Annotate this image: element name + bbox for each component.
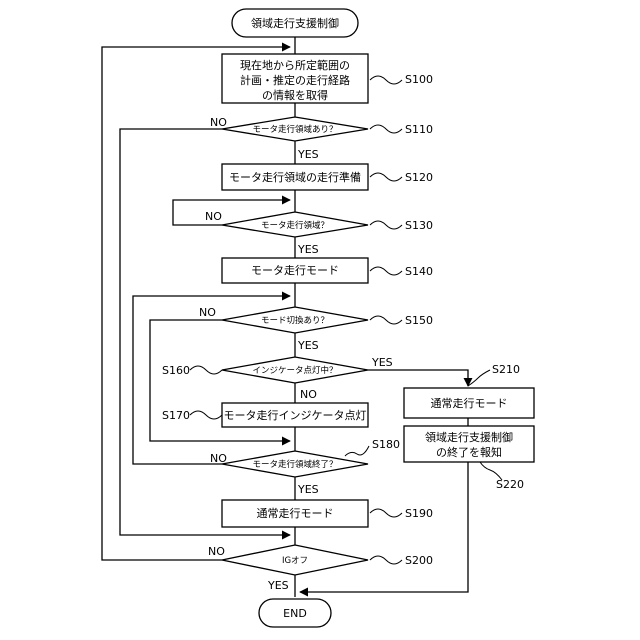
leader-s180 <box>345 446 369 456</box>
s150-yes-label: YES <box>297 339 319 352</box>
code-s200: S200 <box>405 554 433 567</box>
s200-no-label: NO <box>208 545 225 558</box>
s160-text: インジケータ点灯中？ <box>252 365 337 376</box>
s170-text: モータ走行インジケータ点灯 <box>224 409 367 422</box>
leader-s100 <box>370 76 402 84</box>
leader-s120 <box>370 173 402 181</box>
s100-line-3: の情報を取得 <box>262 89 328 102</box>
code-s180: S180 <box>372 438 400 451</box>
code-s110: S110 <box>405 123 433 136</box>
s220-line-2: の終了を報知 <box>436 445 502 459</box>
s180-no-label: NO <box>210 452 227 465</box>
s140-text: モータ走行モード <box>251 264 339 277</box>
s150-text: モード切換あり？ <box>261 315 329 326</box>
leader-s140 <box>370 267 402 275</box>
s200-yes-label: YES <box>267 579 289 592</box>
s100-line-1: 現在地から所定範囲の <box>240 58 350 72</box>
s220-line-1: 領域走行支援制御 <box>425 430 513 444</box>
s130-yes-label: YES <box>297 243 319 256</box>
end-label: END <box>283 607 307 620</box>
code-s140: S140 <box>405 265 433 278</box>
s110-yes-label: YES <box>297 148 319 161</box>
leader-s170 <box>190 411 222 419</box>
s130-text: モータ走行領域？ <box>261 220 329 231</box>
s200-text: IGオフ <box>282 556 308 566</box>
s160-yes-label: YES <box>371 356 393 369</box>
code-s160: S160 <box>162 364 190 377</box>
leader-s130 <box>370 221 402 229</box>
leader-s110 <box>370 125 402 133</box>
code-s150: S150 <box>405 314 433 327</box>
leader-s160 <box>190 366 222 374</box>
s180-text: モータ走行領域終了？ <box>252 459 337 470</box>
s180-yes-label: YES <box>297 483 319 496</box>
code-s170: S170 <box>162 409 190 422</box>
code-s220: S220 <box>496 478 524 491</box>
s160-no-label: NO <box>300 388 317 401</box>
s190-text: 通常走行モード <box>257 507 334 520</box>
s110-no-label: NO <box>210 116 227 129</box>
code-s100: S100 <box>405 73 433 86</box>
s120-text: モータ走行領域の走行準備 <box>229 170 361 184</box>
s100-line-2: 計画・推定の走行経路 <box>240 73 350 87</box>
leader-s210 <box>468 370 490 386</box>
start-label: 領域走行支援制御 <box>251 16 339 30</box>
code-s120: S120 <box>405 171 433 184</box>
s150-no-label: NO <box>199 306 216 319</box>
code-s210: S210 <box>492 363 520 376</box>
code-s130: S130 <box>405 219 433 232</box>
s110-text: モータ走行領域あり？ <box>252 124 337 135</box>
leader-s150 <box>370 316 402 324</box>
branch-s160-yes <box>368 370 468 386</box>
s210-text: 通常走行モード <box>431 397 508 410</box>
s130-no-label: NO <box>205 210 222 223</box>
leader-s190 <box>370 509 402 517</box>
code-s190: S190 <box>405 507 433 520</box>
leader-s200 <box>370 556 402 564</box>
